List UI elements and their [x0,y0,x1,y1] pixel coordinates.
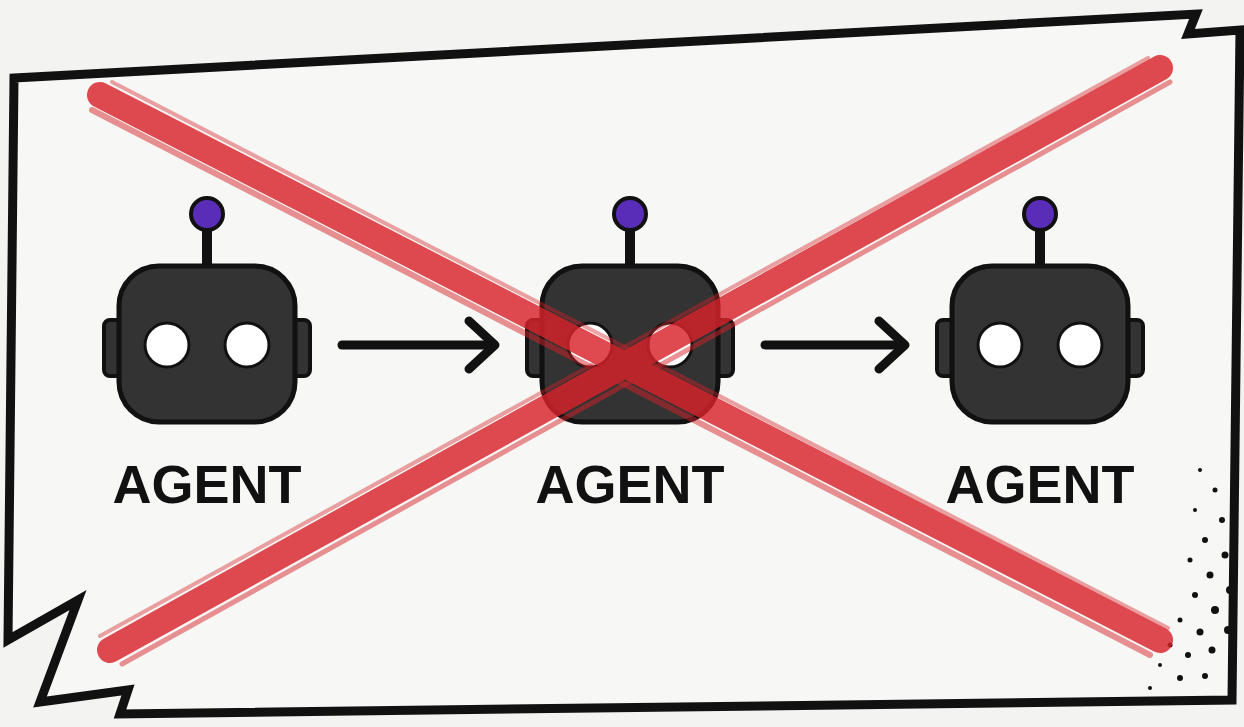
agent-label: AGENT [495,452,765,516]
antenna-ball [1024,198,1056,230]
antenna-ball [191,198,223,230]
agent-node: AGENT [495,190,765,520]
flow-arrow [765,321,905,369]
arrow-head [469,321,495,369]
frame-outline [8,14,1240,714]
robot-eye [145,323,189,367]
robot-icon [905,190,1175,440]
robot-eye [568,323,612,367]
agent-label: AGENT [905,452,1175,516]
flow-arrow [342,321,495,369]
arrow-head [879,321,905,369]
robot-head [952,266,1128,422]
robot-head [119,266,295,422]
agent-label: AGENT [72,452,342,516]
robot-icon [72,190,342,440]
agent-node: AGENT [72,190,342,520]
halftone-dots [1148,468,1234,690]
arrow-line [342,341,491,350]
robot-eye [1058,323,1102,367]
arrow-line [765,341,901,350]
robot-eye [978,323,1022,367]
antenna-ball [614,198,646,230]
robot-icon [495,190,765,440]
robot-eye [648,323,692,367]
robot-eye [225,323,269,367]
cross-strokes [92,58,1170,664]
robot-head [542,266,718,422]
agent-node: AGENT [905,190,1175,520]
